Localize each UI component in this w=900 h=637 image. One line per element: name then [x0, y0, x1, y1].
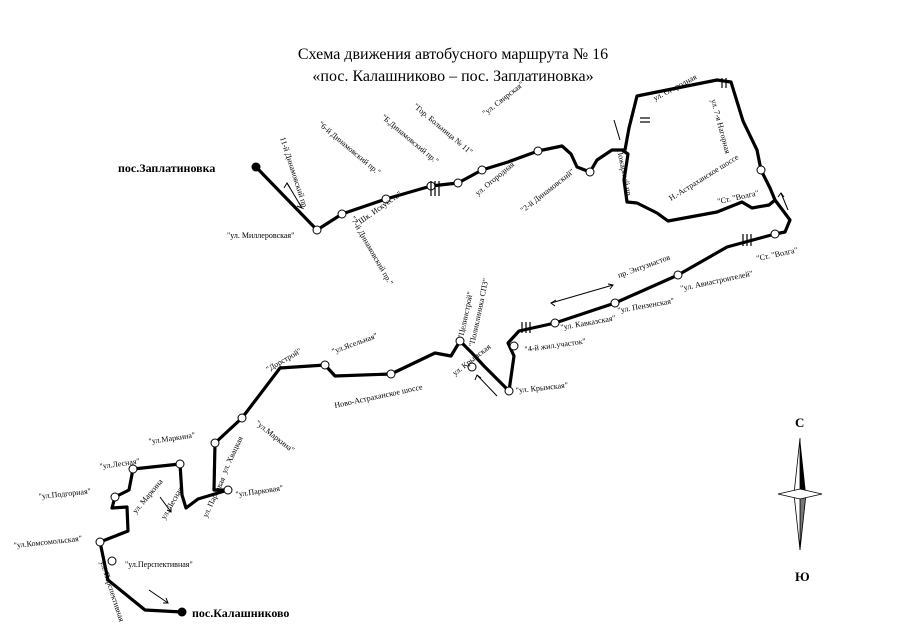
route-loop — [773, 198, 792, 236]
stop-dorstroy: "Дорстрой" — [265, 346, 304, 374]
stop-perspektivnaya: "ул.Перспективная" — [125, 560, 193, 569]
stop-st-volga-2: "Ст. "Волга" — [756, 245, 799, 263]
street-markina: ул. Маркина — [131, 477, 165, 516]
route-line — [254, 78, 777, 232]
compass-north-label: С — [795, 415, 804, 430]
stop-markina-1: "ул.Маркина" — [148, 431, 196, 446]
street-dinamo11: 11-й Динамовский пр. — [278, 136, 310, 210]
direction-arrows — [148, 119, 789, 604]
stop-markina-2: "ул.Маркина" — [254, 418, 296, 454]
stop-podgornaya: "ул.Подгорная" — [38, 487, 91, 501]
stop-yaselnaya: "ул.Ясельная" — [331, 331, 379, 356]
stop-kavkazskaya: "ул. Кавказская" — [560, 313, 616, 332]
street-ogorodnaya-top: ул. Огородная — [652, 72, 699, 103]
stop-dinamo2: "2-й Динамовский" — [519, 167, 576, 215]
title-line-1: Схема движения автобусного маршрута № 16 — [297, 46, 609, 63]
street-lesnaya: ул. Лесная — [159, 485, 185, 521]
stop-markers — [95, 146, 780, 566]
street-pozharny: Пожарный пр. — [615, 149, 634, 199]
stop-komsomolskaya: "ул.Комсомольская" — [13, 534, 82, 550]
route-line-south — [98, 232, 777, 614]
stop-dinamo7: "7-й Динамовский пр." — [348, 215, 395, 287]
endpoint-end-label: пос.Калашниково — [192, 606, 289, 620]
compass-south-label: Ю — [795, 569, 810, 584]
title-line-2: «пос. Калашниково – пос. Заплатиновка» — [312, 68, 594, 85]
endpoint-start-label: пос.Заплатиновка — [118, 161, 215, 175]
stop-dinamo6: "6-й Динамовский пр." — [317, 120, 383, 177]
stop-millerovskaya: "ул. Миллеровская" — [227, 231, 294, 240]
endpoint-start-dot — [251, 162, 261, 172]
endpoint-end-dot — [177, 607, 187, 617]
stop-svirskaya: "ул. Свирская" — [481, 80, 526, 118]
stop-krymskaya: "ул. Крымская" — [515, 381, 568, 395]
street-khvatskaya: ул. Хвацкая — [220, 435, 245, 475]
stop-parkovaya: "ул.Парковая" — [235, 483, 284, 499]
compass: С Ю — [777, 415, 823, 584]
stop-aviastroiteley: "ул. Авиастроителей" — [680, 269, 754, 293]
street-nagornaya: ул. 7-я Нагорная — [709, 98, 732, 155]
compass-north-dark — [800, 438, 806, 494]
street-novo-astrakh: Ново-Астраханское шоссе — [334, 382, 424, 410]
stop-zhil-uchastok: "4-й жил.участок" — [524, 336, 586, 353]
crossing-marks — [430, 78, 752, 333]
map-title: Схема движения автобусного маршрута № 16… — [0, 44, 900, 88]
street-entuziastov: пр. Энтузиастов — [617, 253, 672, 280]
